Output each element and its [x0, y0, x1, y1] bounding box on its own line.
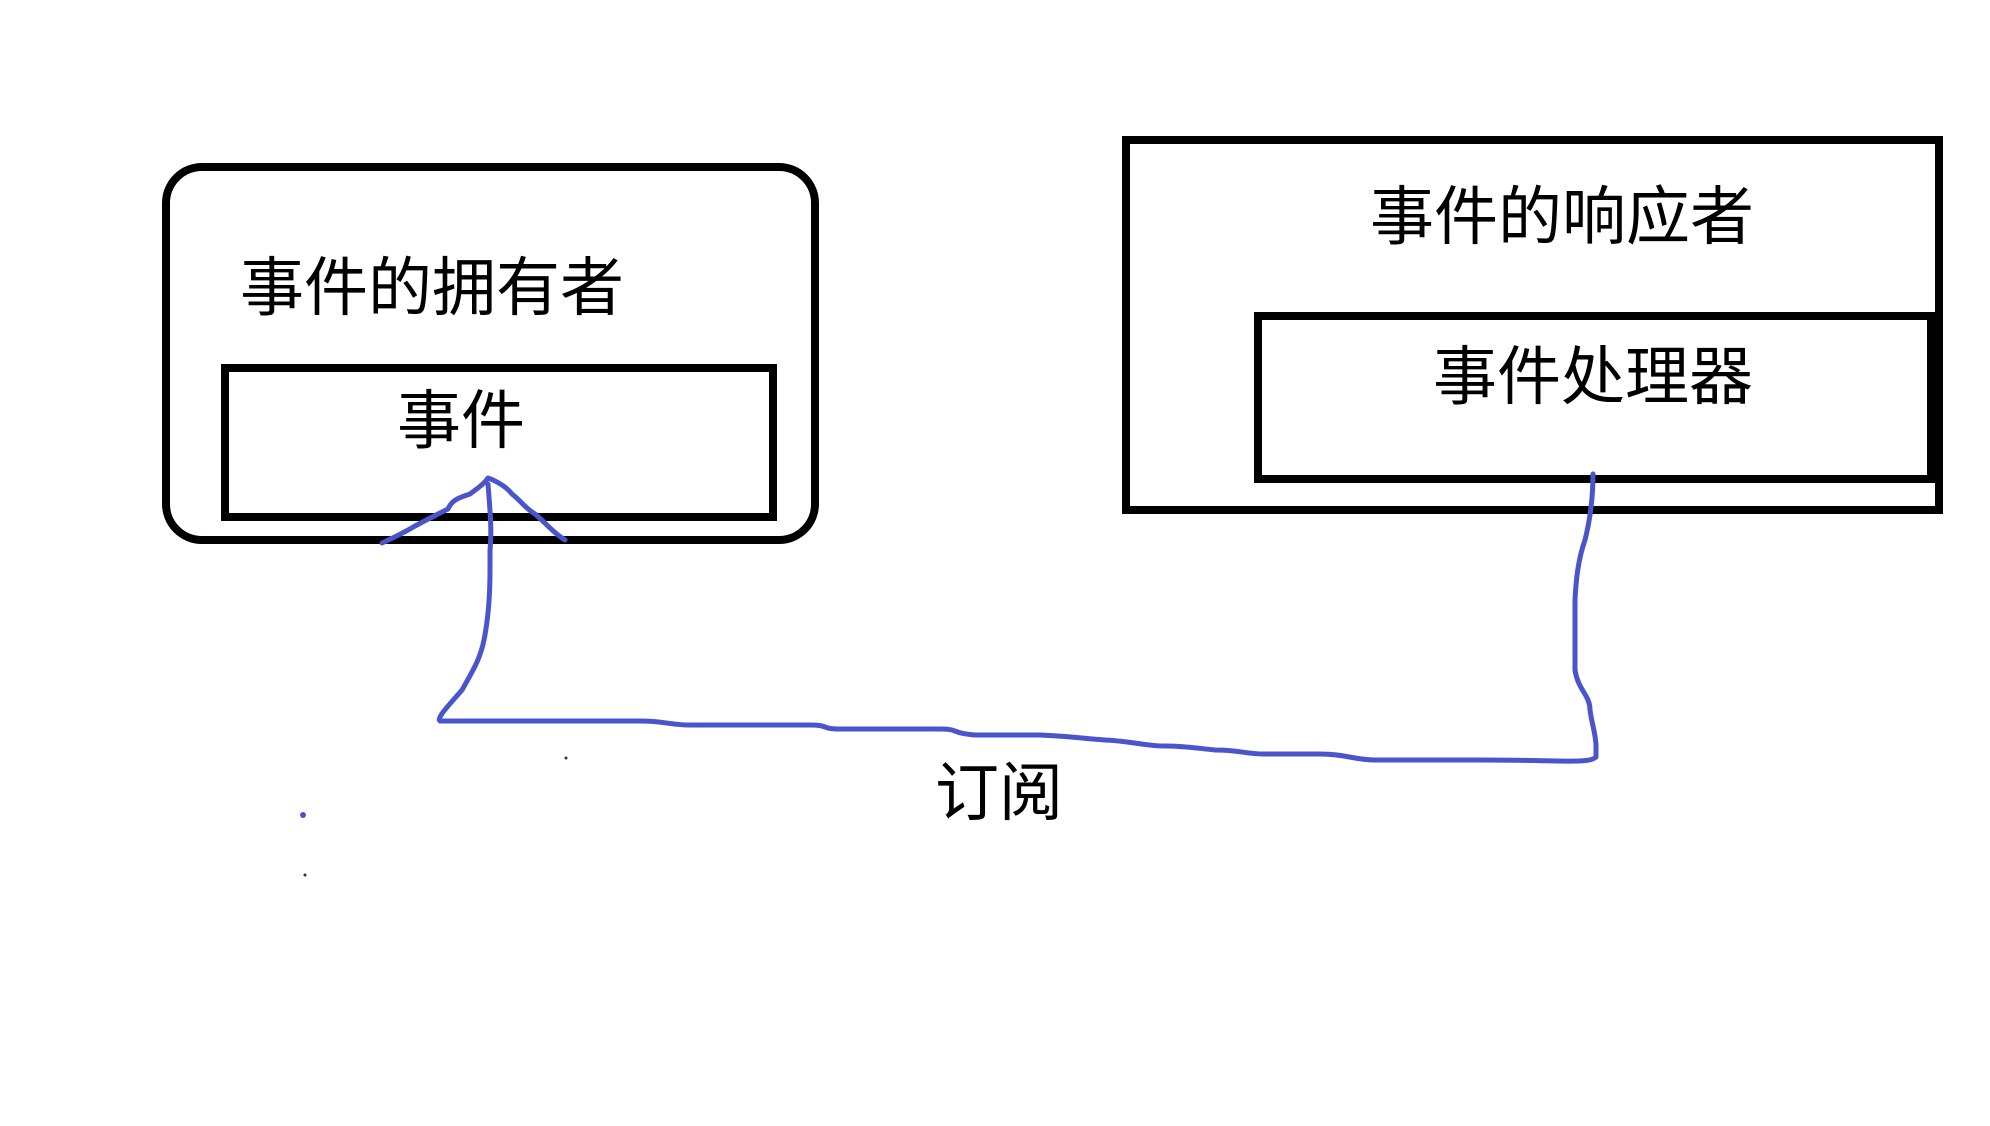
stray-dot: [303, 873, 307, 877]
event-handler-label: 事件处理器: [1433, 341, 1753, 415]
event-responder-label: 事件的响应者: [1370, 181, 1754, 255]
stray-dot: [564, 756, 568, 760]
subscribe-label: 订阅: [935, 757, 1063, 831]
stray-dot: [300, 812, 306, 818]
event-label: 事件: [397, 385, 525, 459]
event-owner-label: 事件的拥有者: [240, 252, 624, 326]
